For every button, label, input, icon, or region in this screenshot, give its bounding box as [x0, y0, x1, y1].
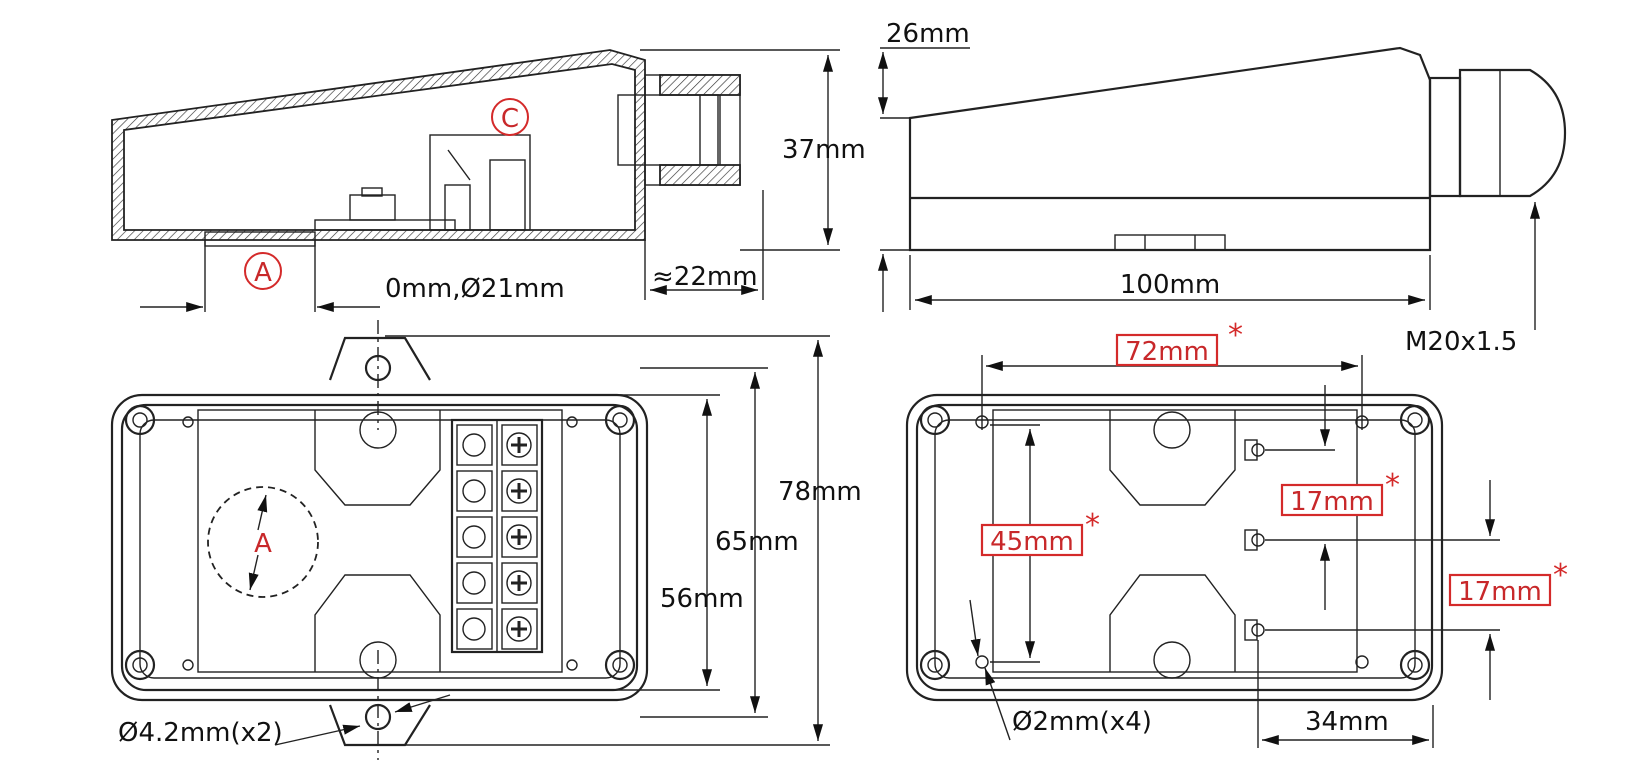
dim-thread: M20x1.5	[1405, 327, 1517, 357]
bottom-foot	[1114, 234, 1226, 251]
top-view-mounting: 72mm * 45mm * 17mm * 17mm * 34mm Ø2mm(x4…	[905, 318, 1568, 748]
side-section-view: C A 0mm,Ø21mm ≈22mm 37mm	[111, 49, 866, 313]
terminal-clamp	[444, 184, 471, 231]
callout-a-label: A	[254, 258, 272, 288]
mounting-tab-bottom	[328, 704, 431, 747]
note-asterisk: *	[1228, 318, 1243, 353]
dim-hole-spacing: 65mm	[715, 527, 799, 557]
screw-cross	[511, 483, 527, 499]
terminal-clamp-top	[456, 608, 493, 650]
switch-body	[349, 194, 396, 221]
pcb-hole-spacing-y: 45mm	[990, 527, 1074, 557]
dim-lid-height: 26mm	[886, 19, 970, 49]
dim-tab-length: 78mm	[778, 477, 862, 507]
enclosure-side-outline	[908, 46, 1432, 252]
pcb-hole	[1355, 655, 1369, 669]
callout-a-circle	[244, 252, 282, 290]
terminal-screw-slot	[501, 608, 538, 650]
dim-pin-offset: 34mm	[1305, 707, 1389, 737]
phillips-screw-icon	[506, 570, 532, 596]
base-opening	[204, 231, 316, 247]
terminal-screw-head	[462, 525, 486, 549]
terminal-screw-slot	[501, 424, 538, 466]
terminal-clamp-top	[456, 470, 493, 512]
terminal-screw-head	[462, 617, 486, 641]
dim-pcb-hole: Ø2mm(x4)	[1012, 707, 1152, 737]
dim-width: 56mm	[660, 584, 744, 614]
terminal-screw-housing	[489, 159, 526, 231]
screw-cross	[511, 437, 527, 453]
terminal-screw-head	[462, 571, 486, 595]
terminal-screw-slot	[501, 470, 538, 512]
gland-nut	[1428, 76, 1462, 198]
opening-a-outline	[207, 486, 319, 598]
dim-gland-length: ≈22mm	[652, 262, 758, 292]
phillips-screw-icon	[506, 432, 532, 458]
dim-length: 100mm	[1120, 270, 1220, 300]
terminal-screw-slot	[501, 562, 538, 604]
screw-cross	[511, 621, 527, 637]
svg-text:*: *	[1553, 558, 1568, 593]
terminal-clamp-top	[456, 424, 493, 466]
pin-spacing-upper: 17mm	[1290, 487, 1374, 517]
callout-c-label: C	[501, 104, 519, 134]
phillips-screw-icon	[506, 524, 532, 550]
terminal-screw-head	[462, 479, 486, 503]
dim-hole-diameter: 0mm,Ø21mm	[385, 274, 565, 304]
phillips-screw-icon	[506, 616, 532, 642]
terminal-screw-slot	[501, 516, 538, 558]
gland-cap	[1458, 68, 1567, 198]
terminal-clamp-top	[456, 516, 493, 558]
pcb-hole	[975, 655, 989, 669]
mounting-tab-top	[328, 336, 431, 381]
phillips-screw-icon	[506, 478, 532, 504]
terminal-block	[450, 418, 544, 654]
screw-cross	[511, 575, 527, 591]
enclosure-outline-right	[905, 393, 1444, 702]
callout-c-circle	[491, 98, 529, 136]
side-exterior-view: 26mm 100mm M20x1.5	[877, 19, 1567, 357]
opening-a-label: A	[254, 529, 272, 559]
cable-gland-section	[617, 74, 741, 186]
enclosure-shell-section	[111, 49, 646, 241]
switch-button	[361, 187, 383, 197]
pcb-board	[314, 219, 456, 231]
enclosure-outline	[110, 393, 649, 702]
terminal-lever	[447, 149, 471, 181]
terminal-clamp-top	[456, 562, 493, 604]
screw-cross	[511, 529, 527, 545]
corner-screws	[124, 404, 636, 681]
pin-spacing-lower: 17mm	[1458, 577, 1542, 607]
svg-text:*: *	[1085, 508, 1100, 543]
pcb-hole-spacing-x: 72mm	[1125, 337, 1209, 367]
dim-height: 37mm	[782, 135, 866, 165]
svg-text:*: *	[1385, 468, 1400, 503]
terminal-screw-head	[462, 433, 486, 457]
dim-mount-hole: Ø4.2mm(x2)	[118, 718, 283, 748]
top-view-open: A 78mm 65mm 56mm Ø4.2mm(x2)	[110, 320, 862, 760]
terminal-block-section	[429, 134, 531, 231]
